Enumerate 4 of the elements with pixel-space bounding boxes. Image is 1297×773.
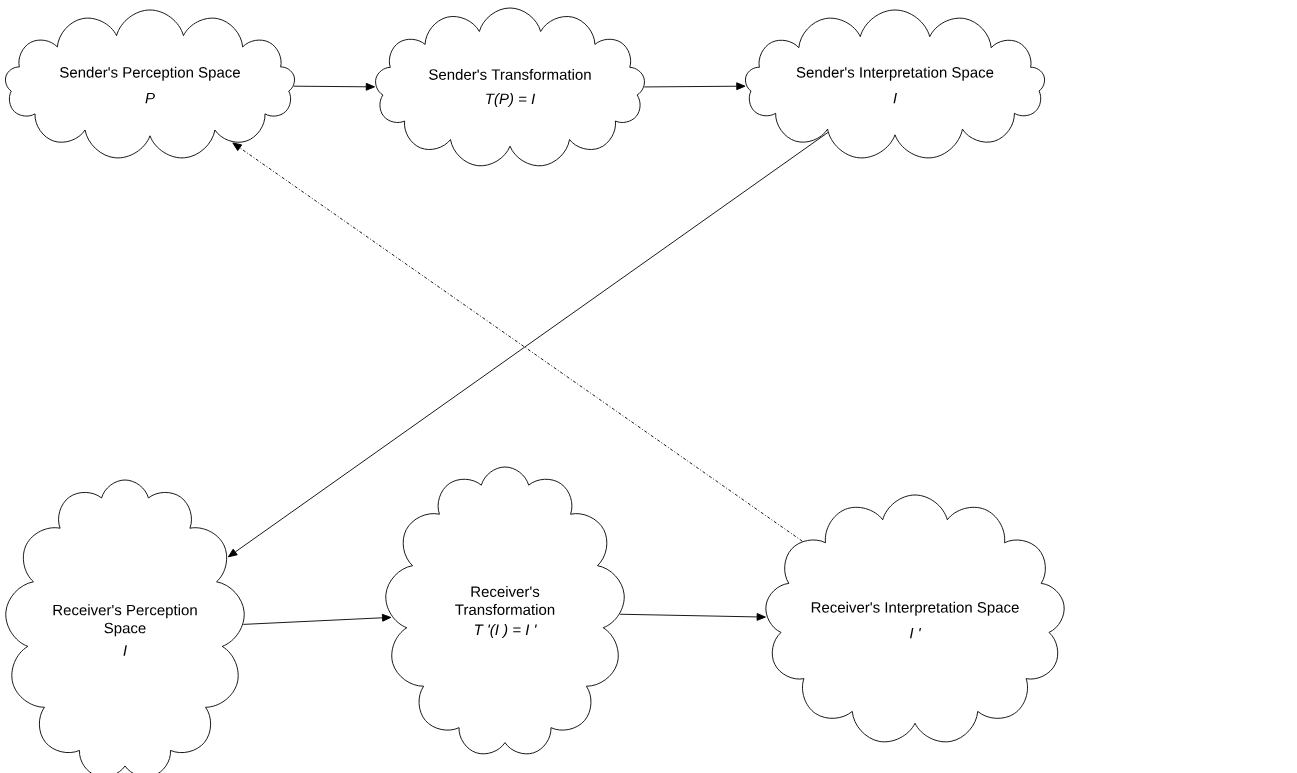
arrow bbox=[242, 613, 392, 625]
arrow bbox=[293, 82, 376, 91]
arrow bbox=[619, 613, 766, 621]
arrow bbox=[643, 82, 746, 91]
